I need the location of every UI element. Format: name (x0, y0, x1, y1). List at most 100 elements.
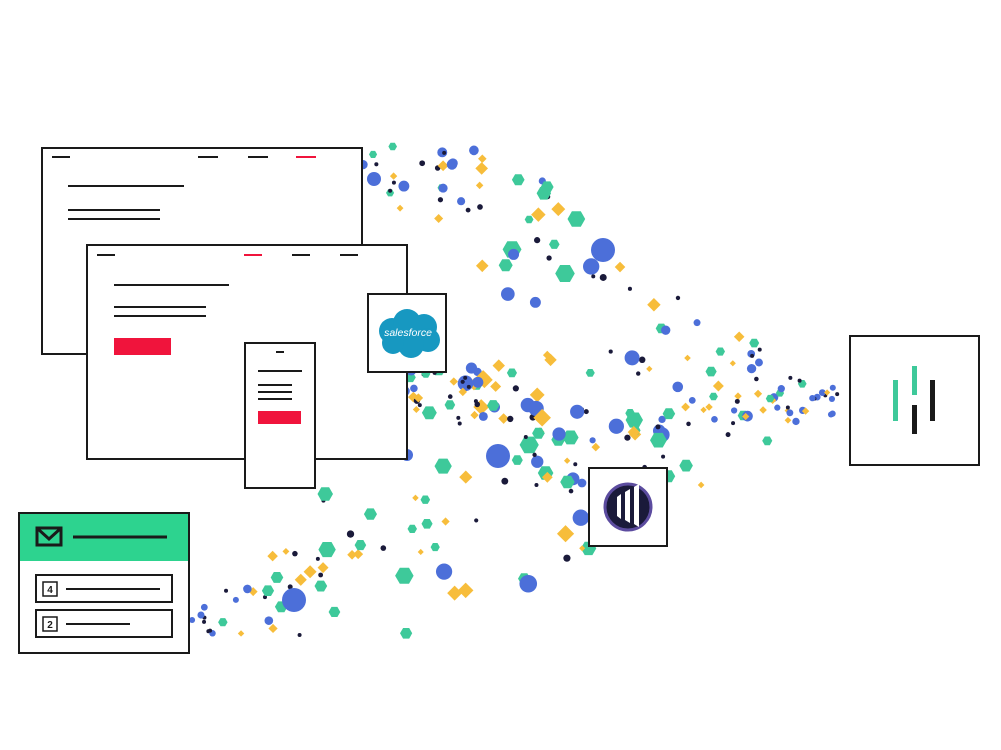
particle (549, 239, 560, 249)
particle (388, 188, 393, 193)
particle (438, 183, 448, 193)
particle (498, 413, 509, 424)
particle (762, 436, 773, 446)
marketo-node (588, 467, 668, 547)
particle (490, 380, 502, 392)
particle (583, 258, 600, 275)
particle (500, 287, 515, 301)
particle (731, 407, 738, 414)
particle (470, 410, 479, 420)
particle (282, 588, 306, 612)
particle (577, 478, 587, 488)
particle (218, 618, 228, 627)
particle (591, 274, 596, 279)
particle (662, 408, 676, 420)
email-client: 4 2 (18, 512, 190, 654)
particle (655, 424, 661, 430)
particle (400, 628, 413, 639)
particle (261, 585, 275, 596)
particle (264, 616, 274, 625)
particle (599, 273, 607, 281)
particle (829, 384, 836, 391)
particle (712, 380, 724, 392)
particle (754, 376, 759, 382)
particle (456, 415, 461, 420)
particle (785, 405, 790, 410)
particle (388, 142, 397, 151)
particle (477, 204, 483, 210)
particle (347, 549, 357, 560)
particle (711, 415, 718, 423)
particle (591, 238, 615, 262)
particle (398, 180, 410, 192)
particle (540, 181, 554, 193)
particle (294, 573, 307, 586)
particle (533, 408, 551, 427)
particle (532, 452, 537, 458)
particle (647, 298, 661, 312)
particle (413, 393, 423, 403)
particle (421, 519, 433, 529)
particle (742, 412, 750, 421)
particle (544, 353, 557, 367)
particle (608, 349, 613, 354)
particle (475, 181, 484, 190)
particle (746, 363, 757, 374)
particle (552, 427, 566, 441)
particle (498, 259, 513, 272)
particle (646, 365, 653, 373)
particle (237, 630, 245, 637)
particle (457, 421, 462, 426)
particle (731, 421, 736, 426)
particle (541, 471, 553, 483)
particle (784, 416, 792, 424)
particle (572, 509, 589, 526)
particle (556, 525, 575, 543)
particle (444, 400, 456, 410)
particle (412, 494, 419, 502)
particle (457, 197, 466, 206)
particle (749, 338, 760, 348)
particle (512, 385, 519, 392)
particle (386, 189, 395, 197)
particle (363, 508, 377, 520)
particle (287, 584, 293, 590)
particle (396, 204, 404, 212)
particle (458, 387, 468, 397)
particle (529, 296, 541, 308)
particle (661, 325, 671, 335)
particle (658, 415, 666, 424)
particle (459, 470, 473, 484)
particle (733, 331, 745, 343)
particle (442, 150, 447, 155)
particle (608, 418, 625, 434)
particle (447, 394, 453, 399)
particle (472, 376, 484, 388)
particle (797, 378, 802, 383)
particle (765, 394, 775, 403)
destination-node (849, 335, 980, 466)
particle (447, 585, 463, 601)
particle (346, 530, 355, 538)
cta-button-graphic (114, 338, 171, 355)
particle (705, 366, 717, 377)
particle (531, 207, 546, 222)
particle (200, 603, 208, 611)
particle (389, 172, 398, 180)
particle (507, 415, 514, 423)
particle (675, 295, 681, 301)
particle (435, 563, 453, 580)
particle (824, 389, 831, 396)
particle (367, 172, 381, 186)
particle (457, 582, 474, 599)
particle (391, 180, 396, 185)
particle (562, 430, 579, 445)
particle (437, 160, 449, 172)
particle (579, 545, 586, 552)
envelope-icon (35, 526, 63, 547)
mobile-cta-graphic (258, 411, 301, 424)
particle (189, 617, 196, 624)
particle (474, 518, 479, 523)
particle (395, 567, 414, 584)
